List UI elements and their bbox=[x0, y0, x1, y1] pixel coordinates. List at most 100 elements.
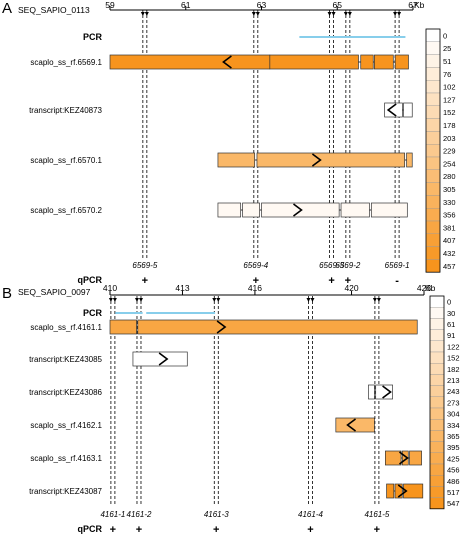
exon-block bbox=[403, 483, 424, 499]
legend-swatch bbox=[425, 92, 441, 107]
legend-label: 365 bbox=[447, 432, 460, 441]
legend-label: 330 bbox=[443, 198, 456, 207]
ruler-tick-label: 65 bbox=[333, 0, 343, 10]
feature-label: scaplo_ss_rf.6570.1 bbox=[30, 156, 102, 165]
legend-label: 243 bbox=[447, 387, 460, 396]
exon-block bbox=[132, 351, 188, 367]
legend-swatch bbox=[429, 441, 445, 454]
legend-label: 122 bbox=[447, 342, 460, 351]
legend-swatch bbox=[429, 475, 445, 487]
legend-label: 30 bbox=[447, 309, 455, 318]
legend-label: 102 bbox=[443, 83, 456, 92]
exon-block bbox=[269, 54, 359, 70]
legend-swatch bbox=[429, 407, 445, 420]
pcr-label: PCR bbox=[83, 32, 103, 42]
legend-label: 61 bbox=[447, 320, 455, 329]
legend-swatch bbox=[429, 452, 445, 465]
legend-swatch bbox=[429, 430, 445, 442]
qpcr-result: + bbox=[307, 524, 313, 536]
primer-label: 4161-4 bbox=[298, 510, 323, 519]
legend-label: 280 bbox=[443, 172, 456, 181]
strand-arrow-icon bbox=[398, 451, 409, 465]
legend-swatch bbox=[425, 207, 441, 222]
qpcr-result: + bbox=[345, 275, 351, 287]
legend-label: 407 bbox=[443, 236, 456, 245]
primer-label: 6569-4 bbox=[243, 261, 268, 270]
primer-label: 4161-5 bbox=[364, 510, 389, 519]
exon-block bbox=[406, 152, 413, 168]
legend-swatch bbox=[425, 28, 441, 43]
legend-swatch bbox=[429, 318, 445, 330]
ruler-tick-label: 61 bbox=[181, 0, 191, 10]
qpcr-result: + bbox=[213, 524, 219, 536]
legend-label: 254 bbox=[443, 159, 456, 168]
exon-block bbox=[217, 152, 256, 168]
exon-block bbox=[386, 483, 395, 499]
primer-marker-icon bbox=[134, 298, 143, 302]
exon-block bbox=[242, 202, 260, 218]
primer-label: 4161-1 bbox=[100, 510, 125, 519]
legend-swatch bbox=[429, 497, 445, 510]
ruler-tick-label: 423 bbox=[417, 283, 431, 293]
legend-label: 457 bbox=[443, 262, 456, 271]
primer-marker-icon bbox=[372, 298, 381, 302]
legend-frame bbox=[429, 295, 445, 510]
qpcr-result: + bbox=[253, 275, 259, 287]
legend-label: 203 bbox=[443, 134, 456, 143]
qpcr-result: + bbox=[136, 524, 142, 536]
exon-block bbox=[109, 319, 137, 335]
primer-marker-icon bbox=[343, 12, 352, 16]
strand-arrow-icon bbox=[346, 418, 357, 432]
legend-label: 51 bbox=[443, 57, 451, 66]
primer-marker-icon bbox=[140, 12, 149, 16]
legend-swatch bbox=[429, 351, 445, 364]
primer-marker-icon bbox=[306, 298, 315, 302]
qpcr-result: - bbox=[395, 275, 399, 287]
sequence-label: SEQ_SAPIO_0097 bbox=[18, 287, 91, 297]
legend-swatch bbox=[425, 195, 441, 209]
ruler-tick-label: 416 bbox=[248, 283, 262, 293]
legend-swatch bbox=[425, 41, 441, 55]
legend-swatch bbox=[429, 463, 445, 476]
exon-block bbox=[368, 384, 375, 400]
exon-block bbox=[217, 202, 242, 218]
exon-block bbox=[256, 152, 406, 168]
strand-arrow-icon bbox=[158, 352, 169, 366]
strand-arrow-icon bbox=[382, 385, 392, 399]
legend-label: 178 bbox=[443, 121, 456, 130]
legend-swatch bbox=[429, 419, 445, 431]
exon-block bbox=[385, 450, 402, 466]
qpcr-result: + bbox=[142, 275, 148, 287]
primer-label: 6569-1 bbox=[385, 261, 410, 270]
qpcr-label: qPCR bbox=[78, 275, 103, 285]
legend-label: 547 bbox=[447, 499, 460, 508]
primer-marker-icon bbox=[393, 12, 402, 16]
legend-swatch bbox=[429, 295, 445, 308]
qpcr-result: + bbox=[110, 524, 116, 536]
legend-label: 0 bbox=[447, 298, 451, 307]
legend-label: 213 bbox=[447, 376, 460, 385]
legend-swatch bbox=[429, 486, 445, 498]
legend-swatch bbox=[429, 307, 445, 319]
qpcr-result: + bbox=[374, 524, 380, 536]
legend-swatch bbox=[425, 220, 441, 235]
strand-arrow-icon bbox=[293, 203, 303, 217]
legend-swatch bbox=[425, 54, 441, 68]
exon-block bbox=[375, 384, 393, 400]
feature-label: transcript:KEZ43086 bbox=[29, 388, 102, 397]
ruler-tick-label: 413 bbox=[175, 283, 189, 293]
primer-marker-icon bbox=[251, 12, 260, 16]
panel-letter: B bbox=[2, 285, 12, 302]
legend-swatch bbox=[429, 374, 445, 386]
legend-label: 305 bbox=[443, 185, 456, 194]
ruler-tick-label: 410 bbox=[103, 283, 117, 293]
legend-label: 517 bbox=[447, 488, 460, 497]
legend-label: 334 bbox=[447, 421, 460, 430]
primer-marker-icon bbox=[327, 12, 336, 16]
exon-block bbox=[109, 54, 271, 70]
legend-swatch bbox=[429, 363, 445, 375]
legend-label: 127 bbox=[443, 95, 456, 104]
feature-label: transcript:KEZ43087 bbox=[29, 487, 102, 496]
ruler-tick-label: 420 bbox=[344, 283, 358, 293]
